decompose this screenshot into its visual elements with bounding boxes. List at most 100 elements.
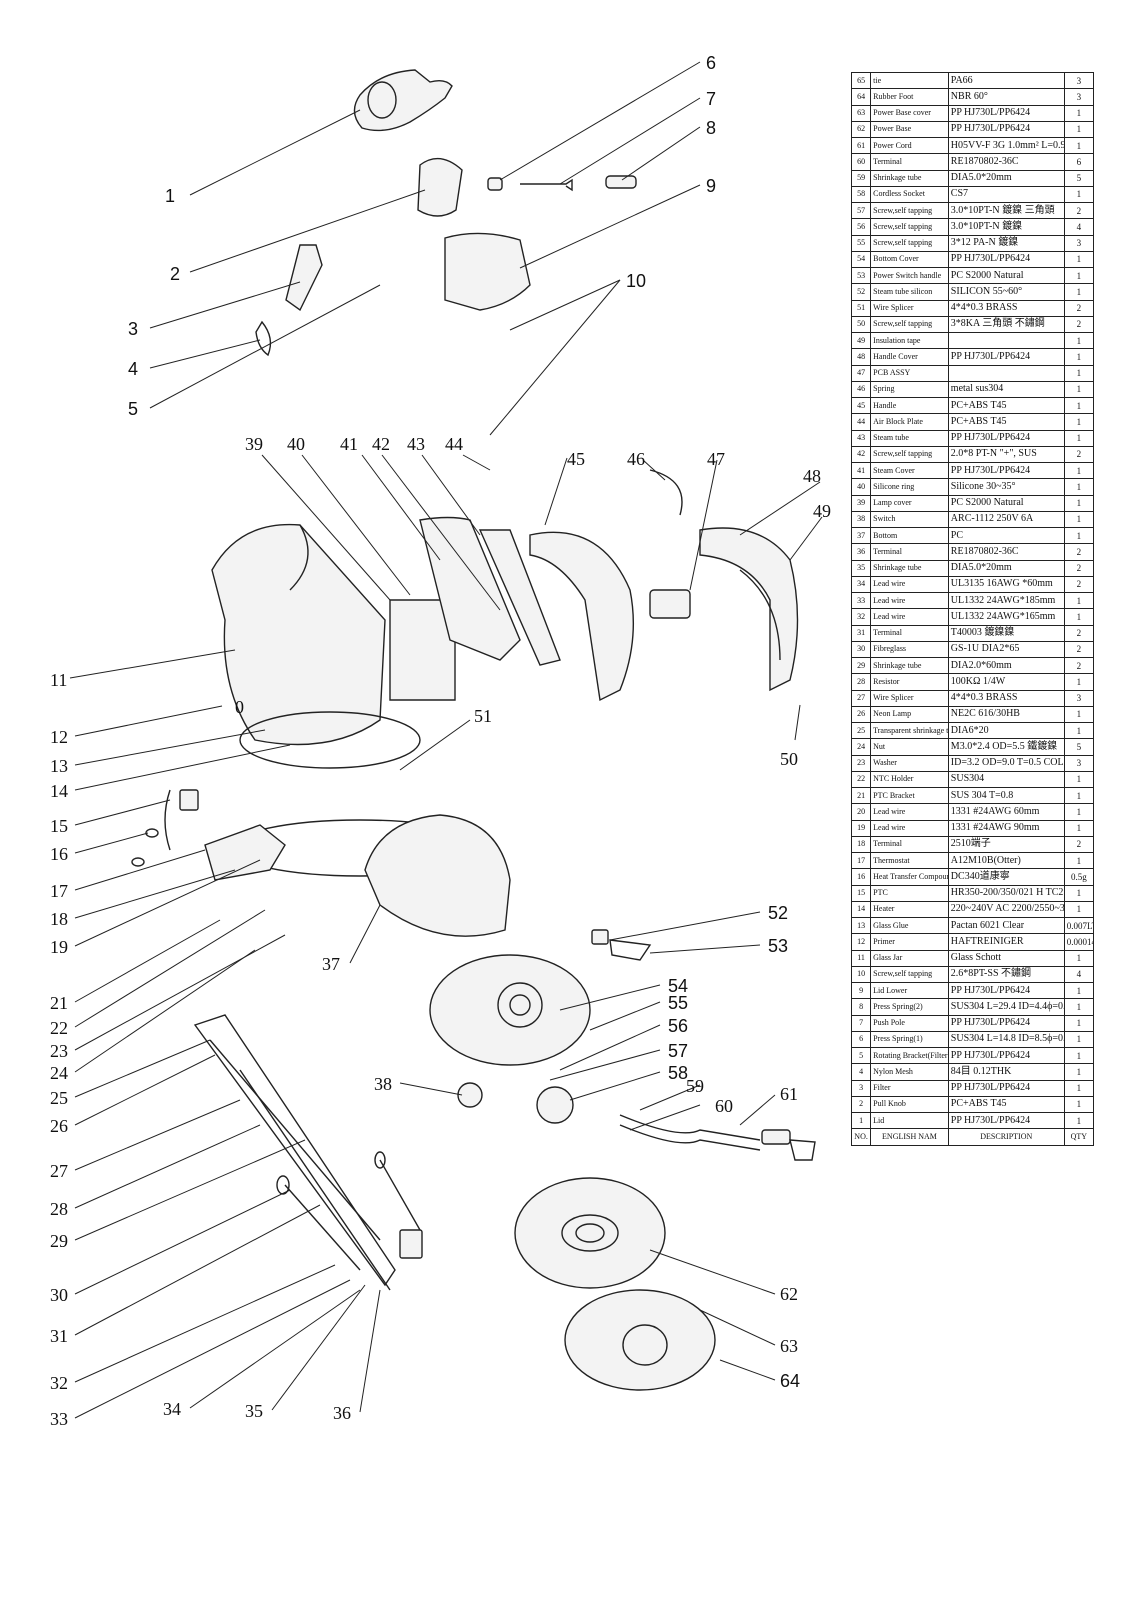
bom-quantity: 2 — [1063, 315, 1095, 334]
bom-item-number: 14 — [850, 900, 872, 919]
bom-quantity: 1 — [1063, 998, 1095, 1016]
bom-quantity: 1 — [1063, 819, 1095, 837]
extra-label: 0 — [235, 697, 244, 717]
bom-quantity: 4 — [1063, 218, 1095, 236]
bom-description: SILICON 55~60° — [947, 283, 1065, 301]
bom-description: PP HJ730L/PP6424 — [947, 1111, 1065, 1130]
bom-item-number: 59 — [850, 169, 872, 187]
bom-quantity: 1 — [1063, 526, 1095, 545]
bom-quantity: 1 — [1063, 1111, 1095, 1130]
callout: 55 — [668, 993, 688, 1013]
bom-description: H05VV-F 3G 1.0mm² L=0.98m VDE — [947, 136, 1065, 155]
bom-item-number: 49 — [850, 331, 872, 350]
bom-english-name: Lead wire — [870, 819, 949, 837]
bom-quantity: 1 — [1063, 120, 1095, 139]
bom-english-name: NTC Holder — [870, 770, 949, 789]
bom-quantity: 1 — [1063, 1046, 1095, 1065]
bom-english-name: Steam tube silicon — [870, 283, 949, 301]
bom-quantity: 1 — [1063, 884, 1095, 902]
bom-english-name: Terminal — [870, 153, 949, 171]
bom-description: SUS 304 T=0.8 — [947, 786, 1065, 805]
callout: 7 — [706, 89, 716, 109]
callout: 5 — [128, 399, 138, 419]
bom-item-number: 10 — [850, 965, 872, 984]
callout: 56 — [668, 1016, 688, 1036]
bom-item-number: 45 — [850, 396, 872, 415]
callout: 63 — [780, 1336, 798, 1356]
bom-quantity: 1 — [1063, 494, 1095, 512]
callout: 17 — [50, 881, 68, 901]
bom-quantity: 1 — [1063, 673, 1095, 691]
bom-english-name: Cordless Socket — [870, 185, 949, 204]
bom-english-name: PCB ASSY — [870, 364, 949, 382]
bom-english-name: Lid — [870, 1111, 949, 1130]
glass-jar-part — [211, 523, 421, 769]
bom-item-number: 40 — [850, 478, 872, 496]
bom-english-name: Power Switch handle — [870, 266, 949, 285]
callout: 48 — [803, 466, 821, 486]
bom-quantity: 1 — [1063, 1095, 1095, 1114]
bom-quantity: 1 — [1063, 266, 1095, 285]
bom-description: 2.0*8 PT-N "+", SUS — [947, 445, 1065, 464]
bom-item-number: 13 — [850, 916, 872, 935]
bom-item-number: 39 — [850, 494, 872, 512]
callout: 41 — [340, 434, 358, 454]
callout: 37 — [322, 954, 340, 974]
bom-quantity: 1 — [1063, 981, 1095, 1000]
bom-item-number: 34 — [850, 575, 872, 594]
callout: 25 — [50, 1088, 68, 1108]
bom-description: HAFTREINIGER — [947, 933, 1065, 951]
bom-description: PC — [947, 526, 1065, 545]
callout: 4 — [128, 359, 138, 379]
bom-english-name: Wire Splicer — [870, 299, 949, 317]
callout: 57 — [668, 1041, 688, 1061]
bom-quantity: 6 — [1063, 153, 1095, 171]
switch-and-socket — [457, 929, 652, 1124]
bom-english-name: Glass Glue — [870, 916, 949, 935]
bom-item-number: 61 — [850, 136, 872, 155]
bom-item-number: 28 — [850, 673, 872, 691]
callout: 35 — [245, 1401, 263, 1421]
bom-item-number: 32 — [850, 608, 872, 626]
bom-english-name: Screw,self tapping — [870, 201, 949, 220]
bom-quantity: 1 — [1063, 770, 1095, 789]
bom-quantity: 5 — [1063, 738, 1095, 756]
callout: 9 — [706, 176, 716, 196]
bom-english-name: Steam Cover — [870, 461, 949, 480]
bom-item-number: 64 — [850, 88, 872, 106]
bom-description: PC S2000 Natural — [947, 494, 1065, 512]
bom-item-number: 63 — [850, 104, 872, 122]
bom-description: 2.6*8PT-SS 不鏽鋼 — [947, 965, 1065, 984]
bom-description: 2510端子 — [947, 835, 1065, 854]
filter-and-lid-lower — [255, 232, 531, 357]
bom-english-name: PTC — [870, 884, 949, 902]
bom-english-name: Heat Transfer Compound — [870, 868, 949, 886]
bom-item-number: 31 — [850, 624, 872, 642]
bom-description — [947, 364, 1065, 382]
callout: 60 — [715, 1096, 733, 1116]
bom-item-number: 15 — [850, 884, 872, 902]
heating-element-parts — [131, 789, 286, 881]
bom-item-number: 27 — [850, 689, 872, 707]
